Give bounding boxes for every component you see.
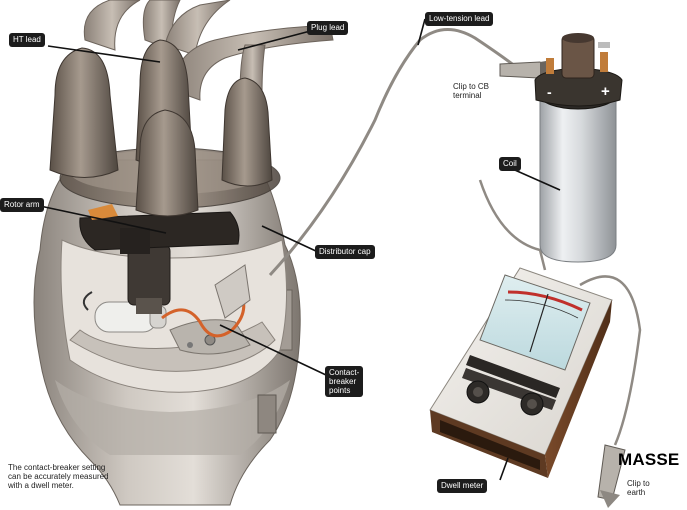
masse-label: MASSE <box>618 450 680 469</box>
contact-breaker-points-label: Contact- breaker points <box>325 366 364 397</box>
coil-plus-sign: + <box>601 83 610 100</box>
plug-lead-label: Plug lead <box>307 21 349 35</box>
ht-leads <box>83 0 334 101</box>
dwell-meter-label: Dwell meter <box>437 479 488 493</box>
callout-lines <box>39 18 561 481</box>
earth-lead-wire <box>579 275 642 446</box>
ht-lead-label: HT lead <box>9 33 45 47</box>
distributor <box>33 147 301 506</box>
coil <box>534 33 623 263</box>
earth-clip <box>597 444 626 508</box>
ht-lead-boots <box>49 39 273 217</box>
meter-lead-wire <box>478 179 547 271</box>
clip-to-cb-terminal-label: Clip to CB terminal <box>453 82 490 100</box>
low-tension-lead-wire <box>268 28 546 277</box>
low-tension-lead-label: Low-tension lead <box>425 12 494 26</box>
coil-label: Coil <box>499 157 521 171</box>
caption: The contact-breaker setting can be accur… <box>8 463 109 490</box>
distributor-cap-label: Distributor cap <box>315 245 375 259</box>
clip-to-earth-label: Clip to earth <box>627 479 650 497</box>
coil-minus-sign: - <box>547 84 552 100</box>
dwell-meter <box>429 267 613 478</box>
rotor-arm-label: Rotor arm <box>0 198 44 212</box>
